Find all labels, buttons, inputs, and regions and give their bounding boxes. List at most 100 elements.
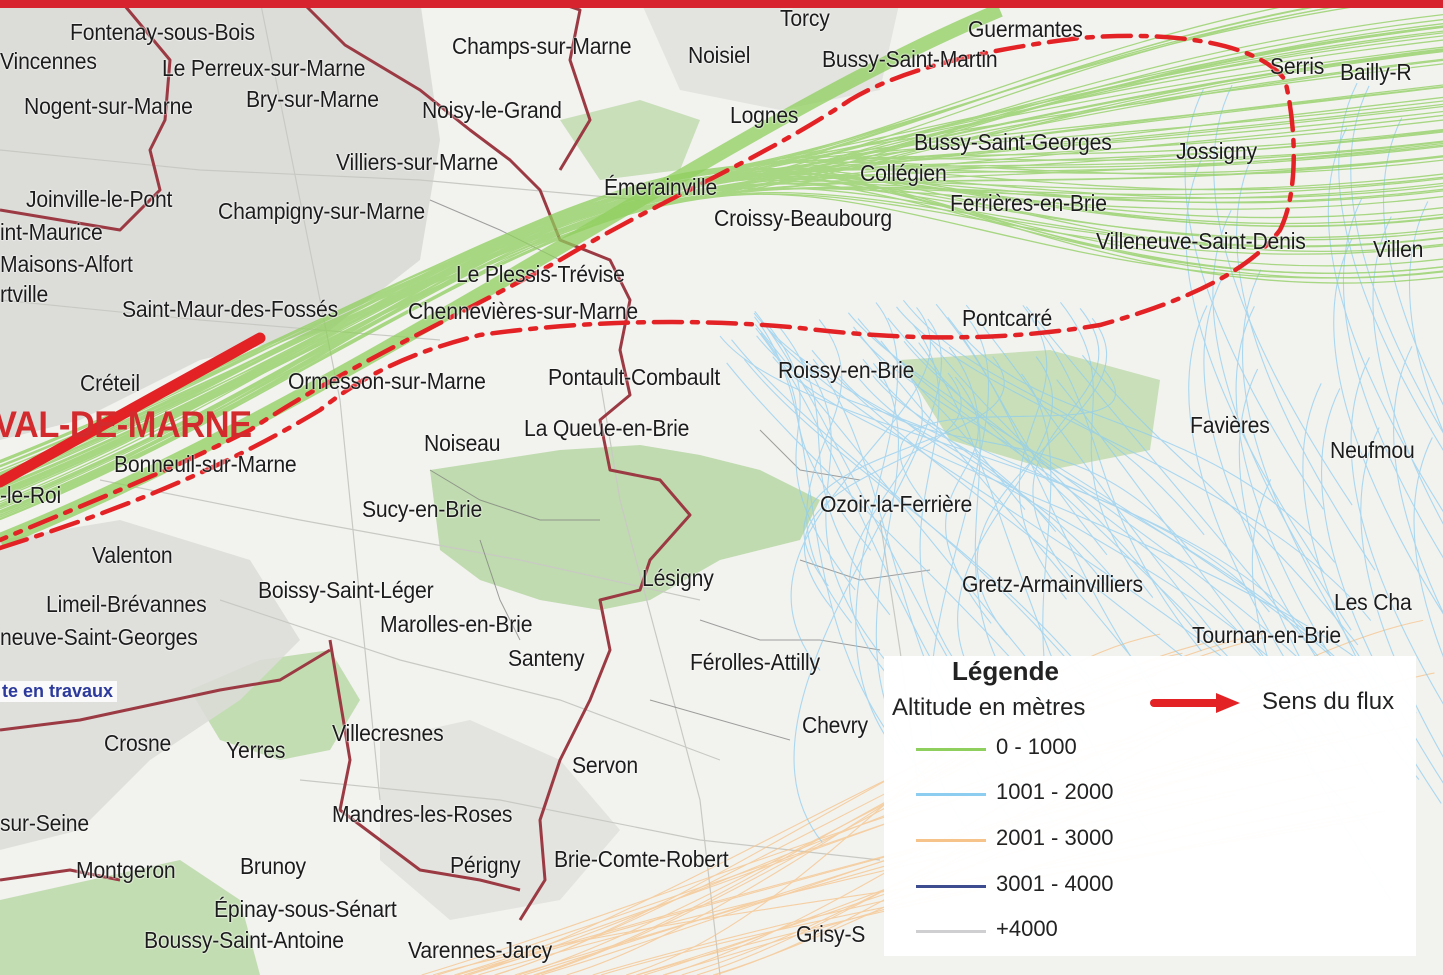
flight-track bbox=[778, 325, 891, 616]
place-label: Grisy-S bbox=[796, 921, 866, 947]
place-label: Croissy-Beaubourg bbox=[714, 205, 893, 231]
place-label: Joinville-le-Pont bbox=[26, 186, 173, 212]
legend-swatch bbox=[916, 885, 986, 888]
forest-area bbox=[900, 350, 1160, 470]
place-label: Limeil-Brévannes bbox=[46, 591, 207, 617]
flight-track bbox=[731, 339, 1096, 693]
place-label: Montgeron bbox=[76, 857, 176, 883]
place-label: Les Cha bbox=[1334, 589, 1412, 615]
flight-track bbox=[0, 167, 1443, 498]
flight-track bbox=[800, 357, 885, 660]
legend-item-1001-2000: 1001 - 2000 bbox=[916, 779, 1216, 809]
place-label: Épinay-sous-Sénart bbox=[214, 896, 397, 922]
flux-dashed-loop bbox=[0, 33, 1296, 551]
place-label: -le-Roi bbox=[0, 482, 62, 508]
place-label: Santeny bbox=[508, 645, 585, 671]
legend-item-2001-3000: 2001 - 3000 bbox=[916, 825, 1216, 855]
legend-item-label: 1001 - 2000 bbox=[996, 779, 1114, 804]
flight-track bbox=[1212, 209, 1352, 631]
flight-track bbox=[976, 317, 1108, 636]
place-label: Crosne bbox=[104, 730, 172, 756]
flight-track bbox=[896, 306, 1372, 621]
flight-track bbox=[806, 319, 853, 624]
flight-track bbox=[1018, 304, 1067, 600]
place-label: Champs-sur-Marne bbox=[452, 33, 632, 59]
flight-track bbox=[1213, 84, 1353, 506]
place-label: Torcy bbox=[780, 5, 830, 31]
flight-track bbox=[1032, 320, 1202, 652]
legend-item-0-1000: 0 - 1000 bbox=[916, 734, 1216, 764]
place-label: Valenton bbox=[92, 542, 173, 568]
place-label: Gretz-Armainvilliers bbox=[962, 571, 1143, 597]
forest-area bbox=[430, 445, 820, 610]
flight-track bbox=[945, 376, 992, 624]
flight-track bbox=[0, 0, 1379, 464]
flight-track bbox=[772, 356, 1417, 714]
flight-track bbox=[857, 333, 1375, 700]
place-label: La Queue-en-Brie bbox=[524, 415, 690, 441]
flight-track bbox=[1321, 388, 1443, 784]
forest-area bbox=[560, 100, 700, 180]
place-label: Lognes bbox=[730, 102, 799, 128]
place-label: Yerres bbox=[226, 737, 286, 763]
legend-altitude-title: Altitude en mètres bbox=[892, 694, 1086, 721]
flight-track bbox=[839, 375, 1190, 551]
flight-track bbox=[1338, 82, 1443, 451]
flight-track bbox=[862, 358, 1109, 589]
place-label: int-Maurice bbox=[0, 219, 103, 245]
flight-track bbox=[1032, 308, 1100, 579]
place-label: Saint-Maur-des-Fossés bbox=[122, 296, 339, 322]
flight-track bbox=[790, 307, 931, 671]
place-label: Neufmou bbox=[1330, 437, 1415, 463]
place-label: Le Perreux-sur-Marne bbox=[162, 55, 366, 81]
legend-item-label: 0 - 1000 bbox=[996, 734, 1077, 759]
place-label: Lésigny bbox=[642, 565, 714, 591]
place-label: Brunoy bbox=[240, 853, 306, 879]
flight-track bbox=[803, 356, 1005, 587]
place-label: Boissy-Saint-Léger bbox=[258, 577, 434, 603]
forest-area bbox=[0, 860, 260, 975]
flight-track bbox=[768, 325, 856, 591]
flight-track bbox=[959, 331, 1336, 563]
place-label: Périgny bbox=[450, 852, 521, 878]
legend-swatch bbox=[916, 930, 986, 933]
place-label: Ormesson-sur-Marne bbox=[288, 368, 486, 394]
flight-track bbox=[1081, 354, 1359, 646]
flight-track bbox=[1333, 238, 1443, 615]
legend-item-3001-4000: 3001 - 4000 bbox=[916, 871, 1216, 901]
place-label: Villeneuve-Saint-Denis bbox=[1096, 228, 1306, 254]
place-label: sur-Seine bbox=[0, 810, 89, 836]
flight-track bbox=[743, 358, 1104, 695]
flight-track bbox=[930, 341, 1199, 635]
flux-arrow-icon bbox=[1150, 693, 1240, 713]
place-label: Créteil bbox=[80, 370, 140, 396]
legend-swatch bbox=[916, 793, 986, 796]
flight-track bbox=[1350, 357, 1443, 705]
flight-track bbox=[1382, 117, 1443, 406]
place-label: Maisons-Alfort bbox=[0, 251, 133, 277]
flight-track bbox=[0, 13, 1443, 492]
flight-track bbox=[1327, 127, 1443, 513]
urban-area bbox=[380, 720, 620, 920]
place-label: Ferrières-en-Brie bbox=[950, 190, 1107, 216]
flight-tracks-1001-2000 bbox=[719, 82, 1443, 900]
flight-track bbox=[0, 175, 1443, 477]
flight-track bbox=[912, 324, 971, 684]
place-label: Marolles-en-Brie bbox=[380, 611, 533, 637]
place-label: Pontault-Combault bbox=[548, 364, 721, 390]
place-label: Servon bbox=[572, 752, 638, 778]
department-label: VAL-DE-MARNE bbox=[0, 404, 252, 445]
flight-track bbox=[0, 119, 1443, 518]
place-label: Roissy-en-Brie bbox=[778, 357, 915, 383]
flux-arrow-thick bbox=[0, 332, 266, 488]
place-label: Villecresnes bbox=[332, 720, 444, 746]
place-label: Ozoir-la-Ferrière bbox=[820, 491, 973, 517]
place-label: Fontenay-sous-Bois bbox=[70, 19, 255, 45]
flight-track bbox=[1185, 152, 1325, 574]
place-label: Bonneuil-sur-Marne bbox=[114, 451, 297, 477]
place-label: Brie-Comte-Robert bbox=[554, 846, 729, 872]
flight-track bbox=[1372, 216, 1443, 525]
place-label: Collégien bbox=[860, 160, 947, 186]
